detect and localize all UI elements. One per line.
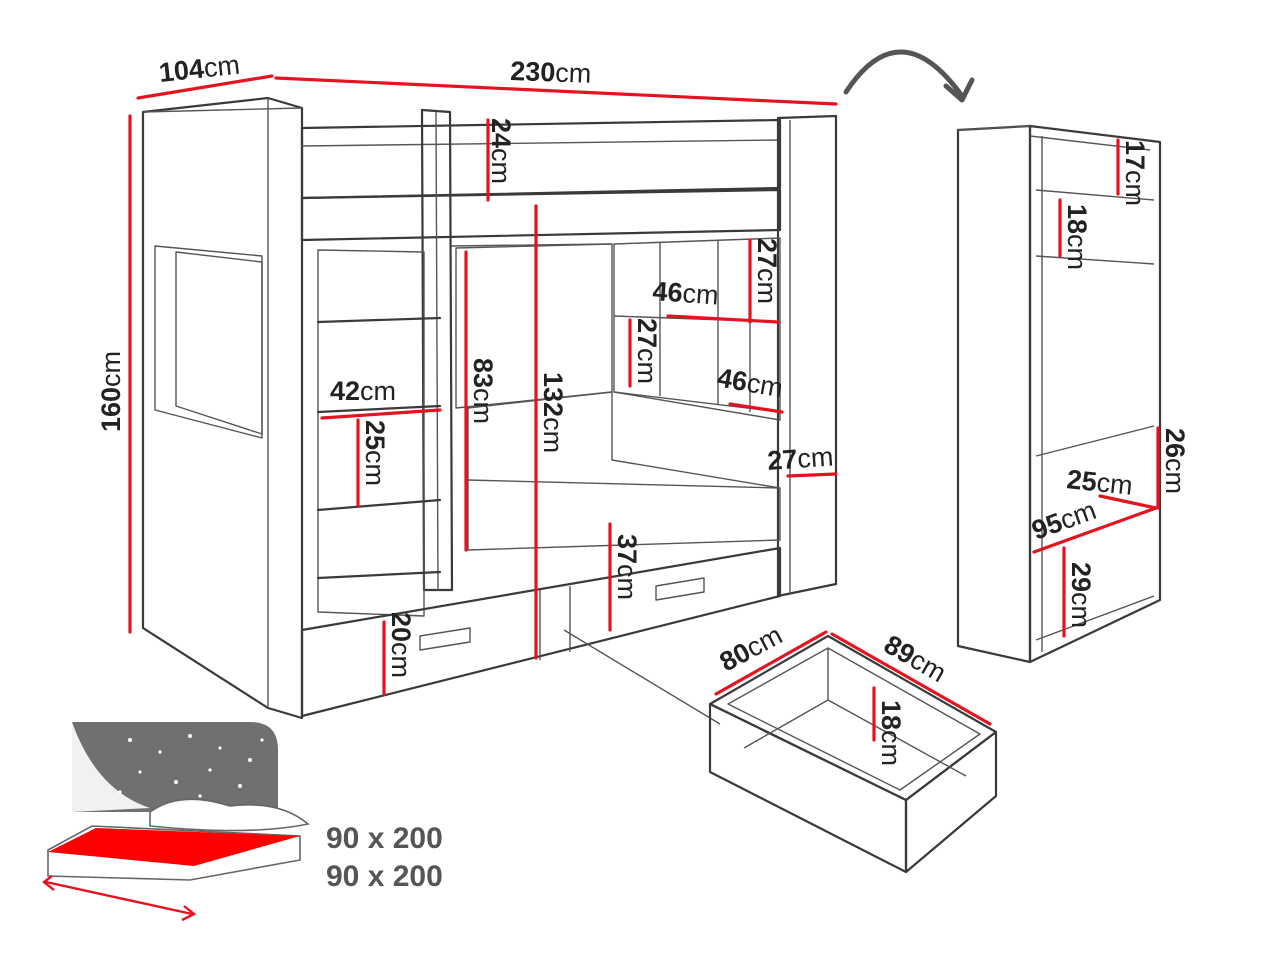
bed-length-label: 230cm [510, 56, 592, 89]
curved-arrow-icon [843, 49, 975, 103]
drawer-drawing [708, 634, 998, 874]
bookcase-niche-depth-label: 25cm [1065, 464, 1134, 501]
top-rail-label: 24cm [486, 118, 516, 184]
side-depth-label: 27cm [766, 441, 834, 476]
mattress-icon [42, 722, 310, 922]
drawer-left-height-label: 20cm [386, 612, 416, 678]
ladder-step-gap-label: 25cm [360, 420, 390, 486]
ladder-step-width-label: 42cm [330, 376, 396, 406]
bunk-bed-drawing [141, 96, 838, 725]
shelf-mid-height-label: 27cm [632, 318, 662, 384]
shelf-top-width-label: 46cm [652, 276, 720, 311]
drawer-height-label: 18cm [876, 700, 906, 766]
bookcase-niche-height-label: 26cm [1160, 428, 1190, 494]
bunk-bed-dimension-lines [128, 74, 838, 696]
bunk-bed-dimension-labels: 104cm 230cm 160cm 24cm 42cm 25cm 83cm 13… [96, 50, 834, 678]
lower-clearance-label: 83cm [468, 358, 498, 424]
shelf-bottom-width-label: 46cm [715, 362, 785, 403]
mattress-size-2: 90 x 200 [326, 860, 443, 893]
bookcase-dimension-labels: 17cm 18cm 26cm 25cm 95cm 29cm [1028, 140, 1190, 628]
shelf-top-height-label: 27cm [752, 238, 782, 304]
upper-deck-height-label: 132cm [538, 372, 568, 453]
drawer-length-label: 89cm [879, 629, 951, 688]
drawer-width-label: 80cm [715, 620, 787, 677]
bookcase-niche-width-label: 95cm [1028, 495, 1100, 546]
bookcase-shelf-1-label: 17cm [1120, 140, 1150, 206]
bed-height-label: 160cm [96, 351, 126, 432]
bookcase-shelf-2-label: 18cm [1062, 204, 1092, 270]
bed-width-label: 104cm [157, 50, 241, 88]
star-icon [118, 734, 264, 798]
drawer-dimension-lines [714, 630, 992, 742]
drawer-right-height-label: 37cm [612, 534, 642, 600]
bookcase-drawing [956, 124, 1162, 664]
bookcase-bottom-shelf-label: 29cm [1066, 562, 1096, 628]
bookcase-dimension-lines [1032, 138, 1160, 638]
mattress-size-1: 90 x 200 [326, 822, 443, 855]
